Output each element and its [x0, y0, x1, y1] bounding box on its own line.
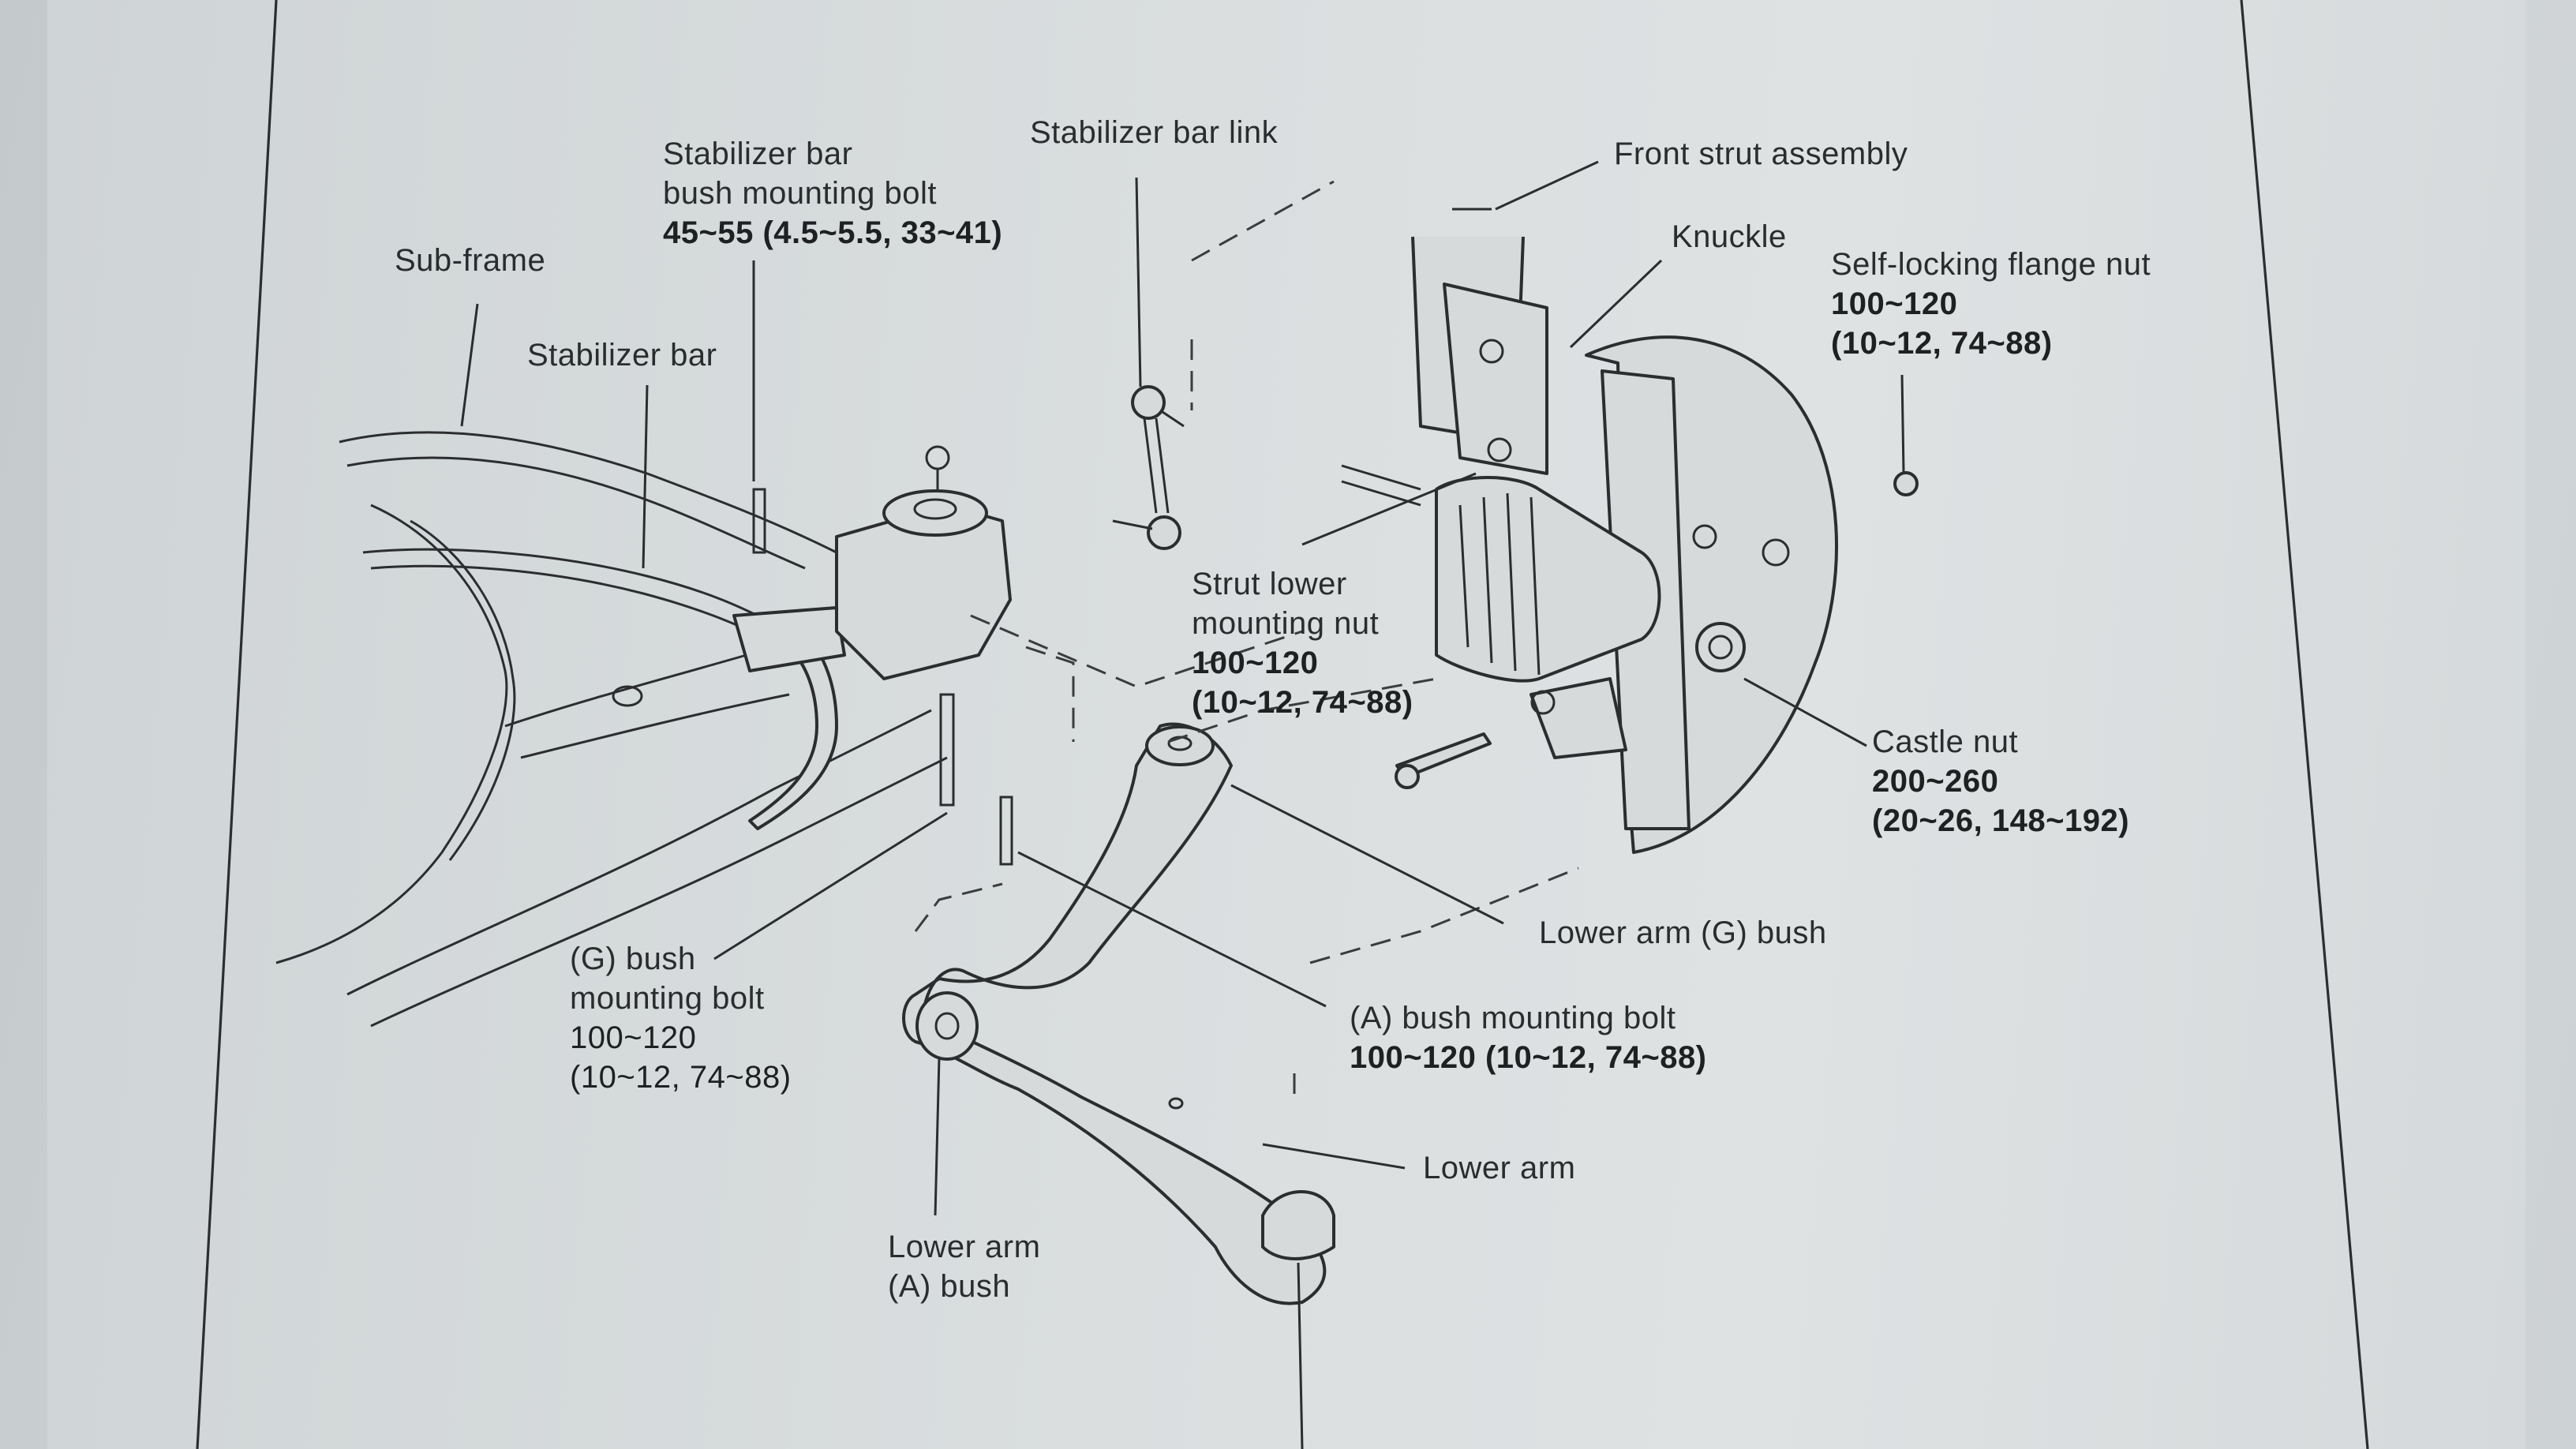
assembly-dashed-lines — [914, 180, 1579, 1105]
label-lower-arm: Lower arm — [1423, 1151, 1576, 1185]
label-knuckle: Knuckle — [1672, 219, 1787, 254]
label-self-locking-flange-nut: Self-locking flange nut 100~120 (10~12, … — [1831, 247, 2151, 361]
label-g-bush-mounting-bolt: (G) bush mounting bolt 100~120 (10~12, 7… — [570, 942, 792, 1095]
front-strut-drawing — [1341, 236, 1548, 507]
label-strut-lower-mounting-nut: Strut lower mounting nut 100~120 (10~12,… — [1192, 567, 1413, 720]
label-leader-lines — [460, 160, 1905, 1449]
label-castle-nut: Castle nut 200~260 (20~26, 148~192) — [1872, 724, 2130, 838]
stabilizer-link-drawing — [1112, 385, 1185, 550]
label-lower-arm-g-bush: Lower arm (G) bush — [1539, 915, 1827, 950]
label-stabilizer-link: Stabilizer bar link — [1030, 115, 1279, 150]
label-stabilizer-bush-bolt: Stabilizer bar bush mounting bolt 45~55 … — [663, 137, 1003, 250]
stabilizer-bar-drawing — [362, 548, 838, 830]
sub-frame-drawing — [275, 431, 948, 1028]
label-sub-frame: Sub-frame — [395, 243, 546, 278]
page-border-right — [2240, 0, 2369, 1449]
knuckle-hub-drawing — [1395, 335, 1919, 854]
page-border-left — [196, 0, 278, 1449]
stabilizer-bush-bracket — [732, 488, 846, 672]
label-stabilizer-bar: Stabilizer bar — [527, 338, 717, 373]
lower-arm-drawing — [902, 722, 1335, 1305]
label-lower-arm-a-bush: Lower arm (A) bush — [888, 1230, 1041, 1304]
label-front-strut: Front strut assembly — [1614, 137, 1908, 171]
crossmember-mount-drawing — [835, 445, 1013, 866]
label-a-bush-mounting-bolt: (A) bush mounting bolt 100~120 (10~12, 7… — [1350, 1001, 1707, 1075]
